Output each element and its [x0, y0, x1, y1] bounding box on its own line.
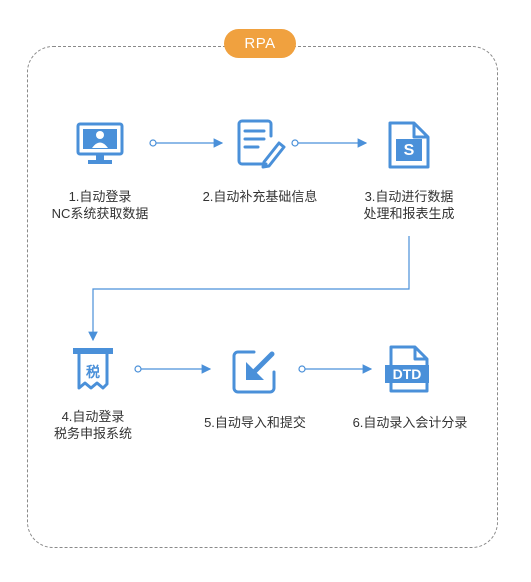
tax-receipt-icon: 税 [73, 348, 113, 390]
file-s-letter: S [404, 142, 415, 159]
step-1-label: 1.自动登录 NC系统获取数据 [40, 188, 160, 222]
monitor-user-icon [76, 122, 124, 164]
step-4-line2: 税务申报系统 [53, 426, 132, 441]
step-3-label: 3.自动进行数据 处理和报表生成 [349, 188, 469, 222]
connector-3-4 [88, 236, 410, 342]
step-2-line1: 2.自动补充基础信息 [202, 189, 318, 204]
step-2-label: 2.自动补充基础信息 [195, 188, 325, 205]
connector-start-dot [134, 365, 142, 373]
import-arrow-icon [232, 350, 276, 394]
connector-start-dot [291, 139, 299, 147]
tax-char: 税 [86, 364, 100, 381]
step-5-line1: 5.自动导入和提交 [204, 415, 306, 430]
step-4-line1: 4.自动登录 [61, 409, 125, 424]
step-5-label: 5.自动导入和提交 [190, 414, 320, 431]
step-1-line1: 1.自动登录 [68, 189, 132, 204]
connector-start-dot [149, 139, 157, 147]
document-edit-icon [237, 119, 286, 169]
connector-start-dot [298, 365, 306, 373]
step-3-line1: 3.自动进行数据 [364, 189, 454, 204]
dtd-file-icon: DTD [385, 345, 429, 393]
step-6-line1: 6.自动录入会计分录 [352, 415, 468, 430]
file-s-icon: S [388, 121, 430, 169]
rpa-badge: RPA [224, 29, 296, 58]
step-4-label: 4.自动登录 税务申报系统 [33, 408, 153, 442]
step-1-line2: NC系统获取数据 [51, 206, 149, 221]
dtd-text: DTD [393, 366, 422, 382]
step-3-line2: 处理和报表生成 [363, 206, 455, 221]
step-6-label: 6.自动录入会计分录 [340, 414, 480, 431]
